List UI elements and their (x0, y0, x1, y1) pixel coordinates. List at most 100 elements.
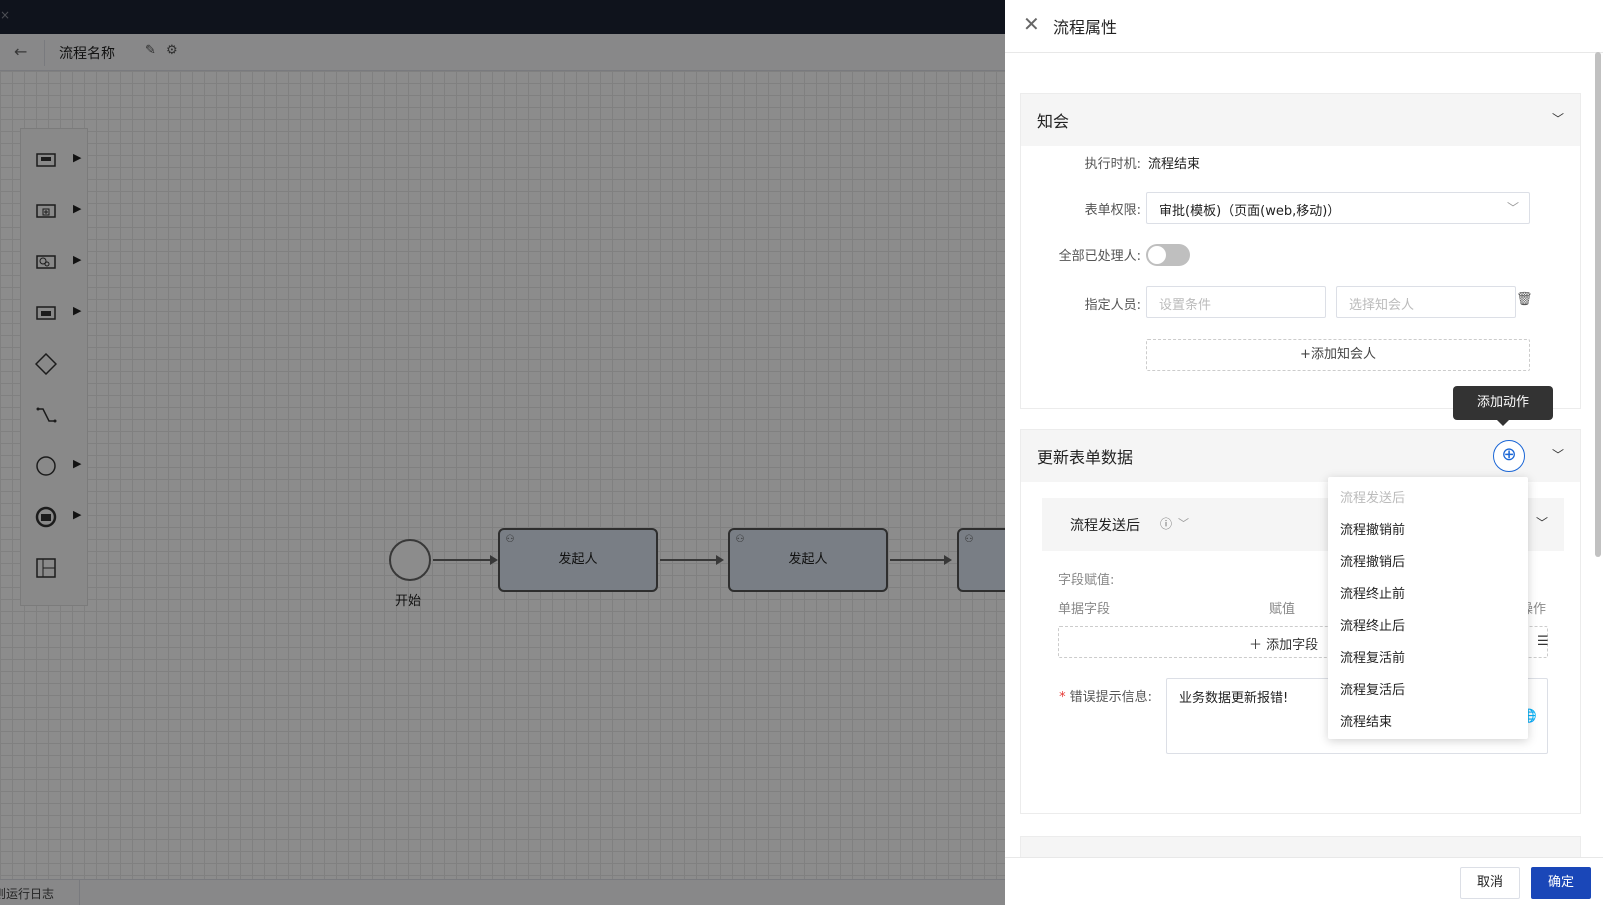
back-arrow-icon[interactable]: ← (14, 42, 28, 61)
dropdown-item: 流程发送后 (1340, 491, 1406, 506)
process-name: 流程名称 (59, 46, 115, 62)
drawer-footer: 取消 确定 (1005, 857, 1603, 905)
event-icon (36, 456, 56, 476)
chevron-down-icon[interactable]: ﹀ (1551, 112, 1564, 126)
drawer-title: 流程属性 (1053, 18, 1118, 37)
edit-icon[interactable]: ✎ (145, 43, 156, 58)
palette-item-event[interactable]: ▶ (35, 451, 85, 481)
update-form-data-header[interactable]: 更新表单数据 ﹀ (1021, 430, 1580, 482)
section-title: 更新表单数据 (1037, 448, 1134, 467)
run-log-tab[interactable]: 则运行日志 (0, 887, 55, 901)
palette-item-gateway[interactable] (35, 349, 85, 379)
assignee-label: 指定人员: (1084, 298, 1141, 313)
modal-mask[interactable] (0, 0, 1005, 905)
task-label: 发起人 (788, 552, 828, 567)
expand-triangle-icon[interactable]: ▶ (73, 457, 82, 470)
dropdown-item[interactable]: 流程撤销后 (1340, 555, 1406, 570)
condition-input[interactable]: 设置条件 (1146, 286, 1326, 318)
info-icon[interactable]: ⓘ (1160, 517, 1173, 531)
notify-section: 知会 ﹀ (1020, 93, 1581, 409)
notify-person-input[interactable]: 选择知会人 (1336, 286, 1516, 318)
confirm-button[interactable]: 确定 (1531, 867, 1591, 899)
data-icon (36, 306, 56, 320)
all-handlers-label: 全部已处理人: (1058, 249, 1141, 264)
dropdown-item[interactable]: 流程复活后 (1340, 683, 1406, 698)
notify-section-header[interactable]: 知会 ﹀ (1021, 94, 1580, 146)
panel-title: 流程发送后 (1070, 518, 1140, 534)
lane-icon (36, 558, 56, 578)
placeholder: 选择知会人 (1349, 298, 1415, 313)
all-handlers-toggle[interactable] (1146, 244, 1190, 266)
dropdown-item[interactable]: 流程结束 (1340, 715, 1393, 730)
palette-item-data[interactable]: ▶ (35, 298, 85, 328)
dropdown-item[interactable]: 流程终止后 (1340, 619, 1406, 634)
start-event-node[interactable] (389, 539, 431, 581)
task-icon (36, 153, 56, 167)
element-palette: ▶ ▶ ▶ ▶ ▶ ▶ (20, 128, 88, 606)
list-icon[interactable]: ☰ (1537, 634, 1549, 649)
palette-item-lane[interactable] (35, 553, 85, 583)
user-icon: ⚇ (505, 534, 515, 545)
form-permission-label: 表单权限: (1084, 203, 1141, 218)
chevron-down-icon[interactable]: ﹀ (1178, 517, 1189, 530)
add-field-button[interactable]: ＋ 添加字段 ☰ (1058, 626, 1549, 658)
placeholder: 设置条件 (1159, 298, 1212, 313)
add-action-tooltip: 添加动作 (1453, 386, 1553, 426)
user-icon: ⚇ (964, 534, 974, 545)
sequence-flow-arrow[interactable] (660, 555, 724, 565)
expand-triangle-icon[interactable]: ▶ (73, 304, 82, 317)
close-icon[interactable]: ✕ (1023, 12, 1040, 36)
field-assign-label: 字段赋值: (1058, 573, 1115, 588)
next-section-header[interactable] (1020, 836, 1581, 858)
toolbar-divider (44, 40, 45, 66)
form-permission-select[interactable]: 审批(模板)（页面(web,移动)） ﹀ (1146, 192, 1530, 224)
add-action-button[interactable]: ⊕ (1493, 440, 1525, 472)
palette-item-connector[interactable] (35, 400, 85, 430)
add-notify-button[interactable]: +添加知会人 (1146, 339, 1530, 371)
task-label: 发起人 (558, 552, 598, 567)
service-icon (36, 255, 56, 269)
chevron-down-icon[interactable]: ﹀ (1535, 516, 1548, 530)
column-header-value: 赋值 (1269, 602, 1296, 617)
column-header-field: 单据字段 (1058, 602, 1111, 617)
dropdown-item[interactable]: 流程终止前 (1340, 587, 1406, 602)
dropdown-item[interactable]: 流程复活前 (1340, 651, 1406, 666)
drawer-scrollbar[interactable] (1595, 52, 1601, 557)
error-message-label: *错误提示信息: (1059, 690, 1152, 705)
palette-item-service[interactable]: ▶ (35, 247, 85, 277)
close-icon[interactable]: × (0, 8, 11, 22)
expand-triangle-icon[interactable]: ▶ (73, 202, 82, 215)
sequence-flow-arrow[interactable] (890, 555, 952, 565)
user-icon: ⚇ (735, 534, 745, 545)
expand-triangle-icon[interactable]: ▶ (73, 508, 82, 521)
subprocess-icon (36, 204, 56, 218)
exec-time-value: 流程结束 (1148, 157, 1201, 172)
chevron-down-icon[interactable]: ﹀ (1551, 448, 1564, 462)
chevron-down-icon: ﹀ (1506, 201, 1519, 215)
exec-time-label: 执行时机: (1084, 157, 1141, 172)
gear-icon[interactable]: ⚙ (166, 43, 178, 58)
drawer-header: ✕ 流程属性 (1005, 0, 1603, 53)
sequence-flow-arrow[interactable] (433, 555, 498, 565)
palette-item-message[interactable]: ▶ (35, 502, 85, 532)
gateway-icon (35, 353, 57, 375)
toggle-knob (1148, 246, 1166, 264)
expand-triangle-icon[interactable]: ▶ (73, 253, 82, 266)
connector-icon (36, 407, 57, 423)
select-value: 审批(模板)（页面(web,移动)） (1159, 204, 1341, 219)
expand-triangle-icon[interactable]: ▶ (73, 151, 82, 164)
add-field-label: ＋ 添加字段 (1249, 638, 1319, 653)
task-node-initiator[interactable]: ⚇ 发起人 (498, 528, 658, 592)
section-title: 知会 (1037, 112, 1070, 131)
message-icon (35, 506, 57, 528)
task-node-initiator[interactable]: ⚇ 发起人 (728, 528, 888, 592)
dropdown-item[interactable]: 流程撤销前 (1340, 523, 1406, 538)
cancel-button[interactable]: 取消 (1460, 867, 1520, 899)
action-timing-dropdown: 流程发送后 流程撤销前 流程撤销后 流程终止前 流程终止后 流程复活前 流程复活… (1328, 477, 1528, 739)
palette-item-task[interactable]: ▶ (35, 145, 85, 175)
trash-icon[interactable]: 🗑 (1516, 292, 1533, 307)
start-event-label: 开始 (395, 594, 422, 609)
palette-item-subprocess[interactable]: ▶ (35, 196, 85, 226)
footer-divider (79, 880, 80, 905)
textarea-value: 业务数据更新报错! (1179, 691, 1289, 706)
